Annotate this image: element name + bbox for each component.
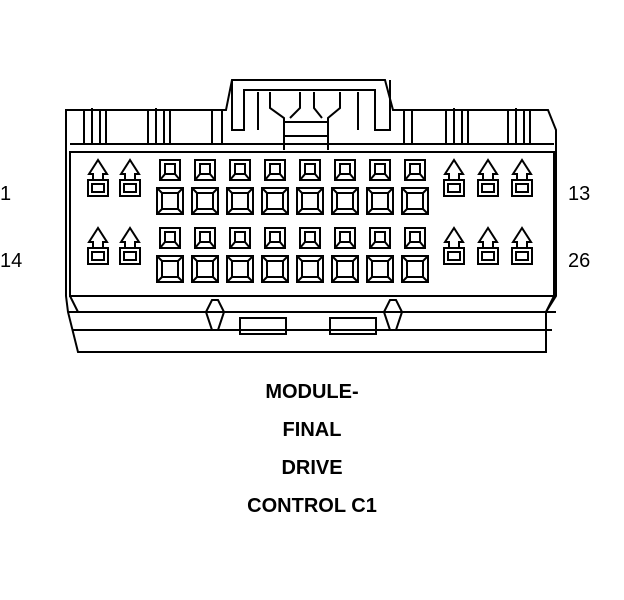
housing-lower-shell (70, 296, 554, 312)
cavity-row2-mid-3 (227, 228, 253, 282)
cavity-row2-mid-6 (332, 228, 358, 282)
cavity-row2-right-1 (444, 228, 464, 264)
cavity-row2-left-1 (88, 228, 108, 264)
cavity-row2-left-2 (120, 228, 140, 264)
cavity-row2-mid-5 (297, 228, 323, 282)
connector-caption: MODULE- FINAL DRIVE CONTROL C1 (162, 378, 462, 530)
cavity-row1-left-2 (120, 160, 140, 196)
cavity-row2-mid-1 (157, 228, 183, 282)
cavity-row1-mid-7 (367, 160, 393, 214)
caption-line-2: FINAL (282, 419, 342, 441)
cavity-row1-mid-6 (332, 160, 358, 214)
cavity-row2-right-2 (478, 228, 498, 264)
housing-bottom-ledge (68, 312, 556, 352)
housing-outline (66, 80, 556, 352)
cavity-row2-mid-4 (262, 228, 288, 282)
pin-label-26: 26 (568, 250, 591, 272)
cavity-row1-mid-3 (227, 160, 253, 214)
cavity-row1-right-2 (478, 160, 498, 196)
cavity-row1-mid-2 (192, 160, 218, 214)
caption-line-3: DRIVE (281, 457, 343, 479)
bottom-features (206, 300, 402, 334)
cavity-row1-mid-5 (297, 160, 323, 214)
cavity-row1-right-1 (444, 160, 464, 196)
pin-label-13: 13 (568, 183, 591, 205)
cavity-row1-left-1 (88, 160, 108, 196)
cavity-row2-mid-8 (402, 228, 428, 282)
terminal-cavities (88, 160, 532, 282)
caption-line-1: MODULE- (265, 381, 359, 403)
cavity-row1-right-3 (512, 160, 532, 196)
cavity-row1-mid-8 (402, 160, 428, 214)
cavity-row1-mid-1 (157, 160, 183, 214)
cavity-row1-mid-4 (262, 160, 288, 214)
cavity-row2-right-3 (512, 228, 532, 264)
top-ribs (84, 108, 530, 144)
caption-line-4: CONTROL C1 (247, 495, 377, 517)
cavity-row2-mid-2 (192, 228, 218, 282)
latch (232, 80, 390, 150)
pin-label-14: 14 (0, 250, 23, 272)
pin-label-1: 1 (0, 183, 12, 205)
cavity-row2-mid-7 (367, 228, 393, 282)
